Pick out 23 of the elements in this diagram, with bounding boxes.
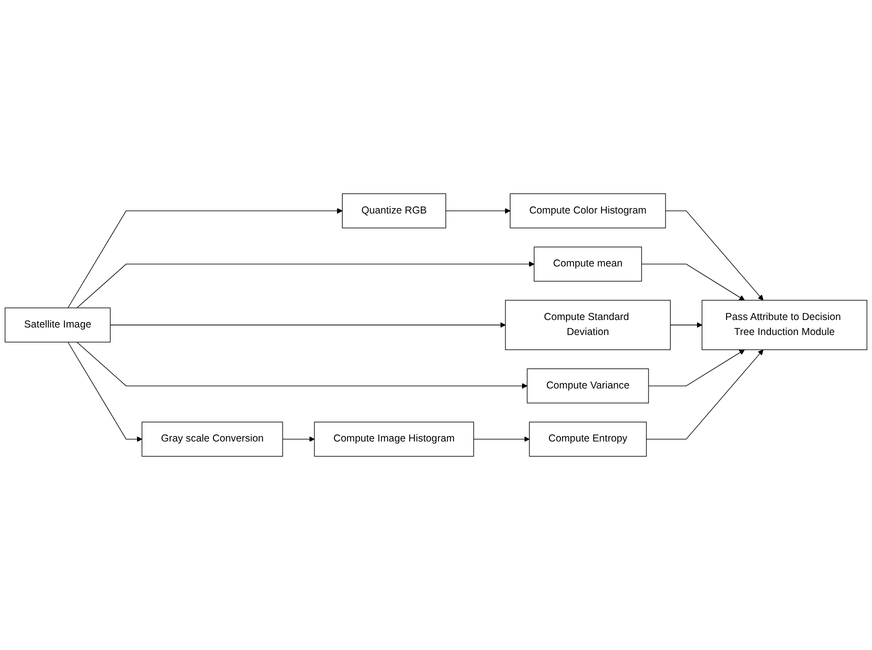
arrow [665, 210, 764, 301]
arrow [110, 322, 506, 328]
node-box: Compute Standard Deviation [505, 300, 671, 350]
arrow [282, 436, 315, 442]
arrow [76, 261, 534, 308]
node-box: Compute Image Histogram [314, 422, 474, 457]
arrow [646, 349, 764, 440]
node-box: Satellite Image [4, 308, 111, 342]
node-box: Quantize RGB [342, 193, 446, 228]
node-box: Compute Variance [526, 368, 649, 404]
node-box: Gray scale Conversion [142, 422, 283, 457]
arrow [641, 264, 745, 301]
arrow [68, 208, 343, 308]
arrow [648, 349, 745, 386]
node-box: Pass Attribute to Decision Tree Induction Module [702, 300, 868, 350]
arrow [68, 342, 142, 442]
arrow [670, 322, 702, 328]
node-box: Compute mean [534, 246, 642, 282]
node-box: Compute Entropy [529, 422, 647, 457]
arrow [473, 436, 530, 442]
arrow [76, 342, 528, 389]
arrow [445, 208, 510, 214]
node-box: Compute Color Histogram [510, 193, 666, 228]
